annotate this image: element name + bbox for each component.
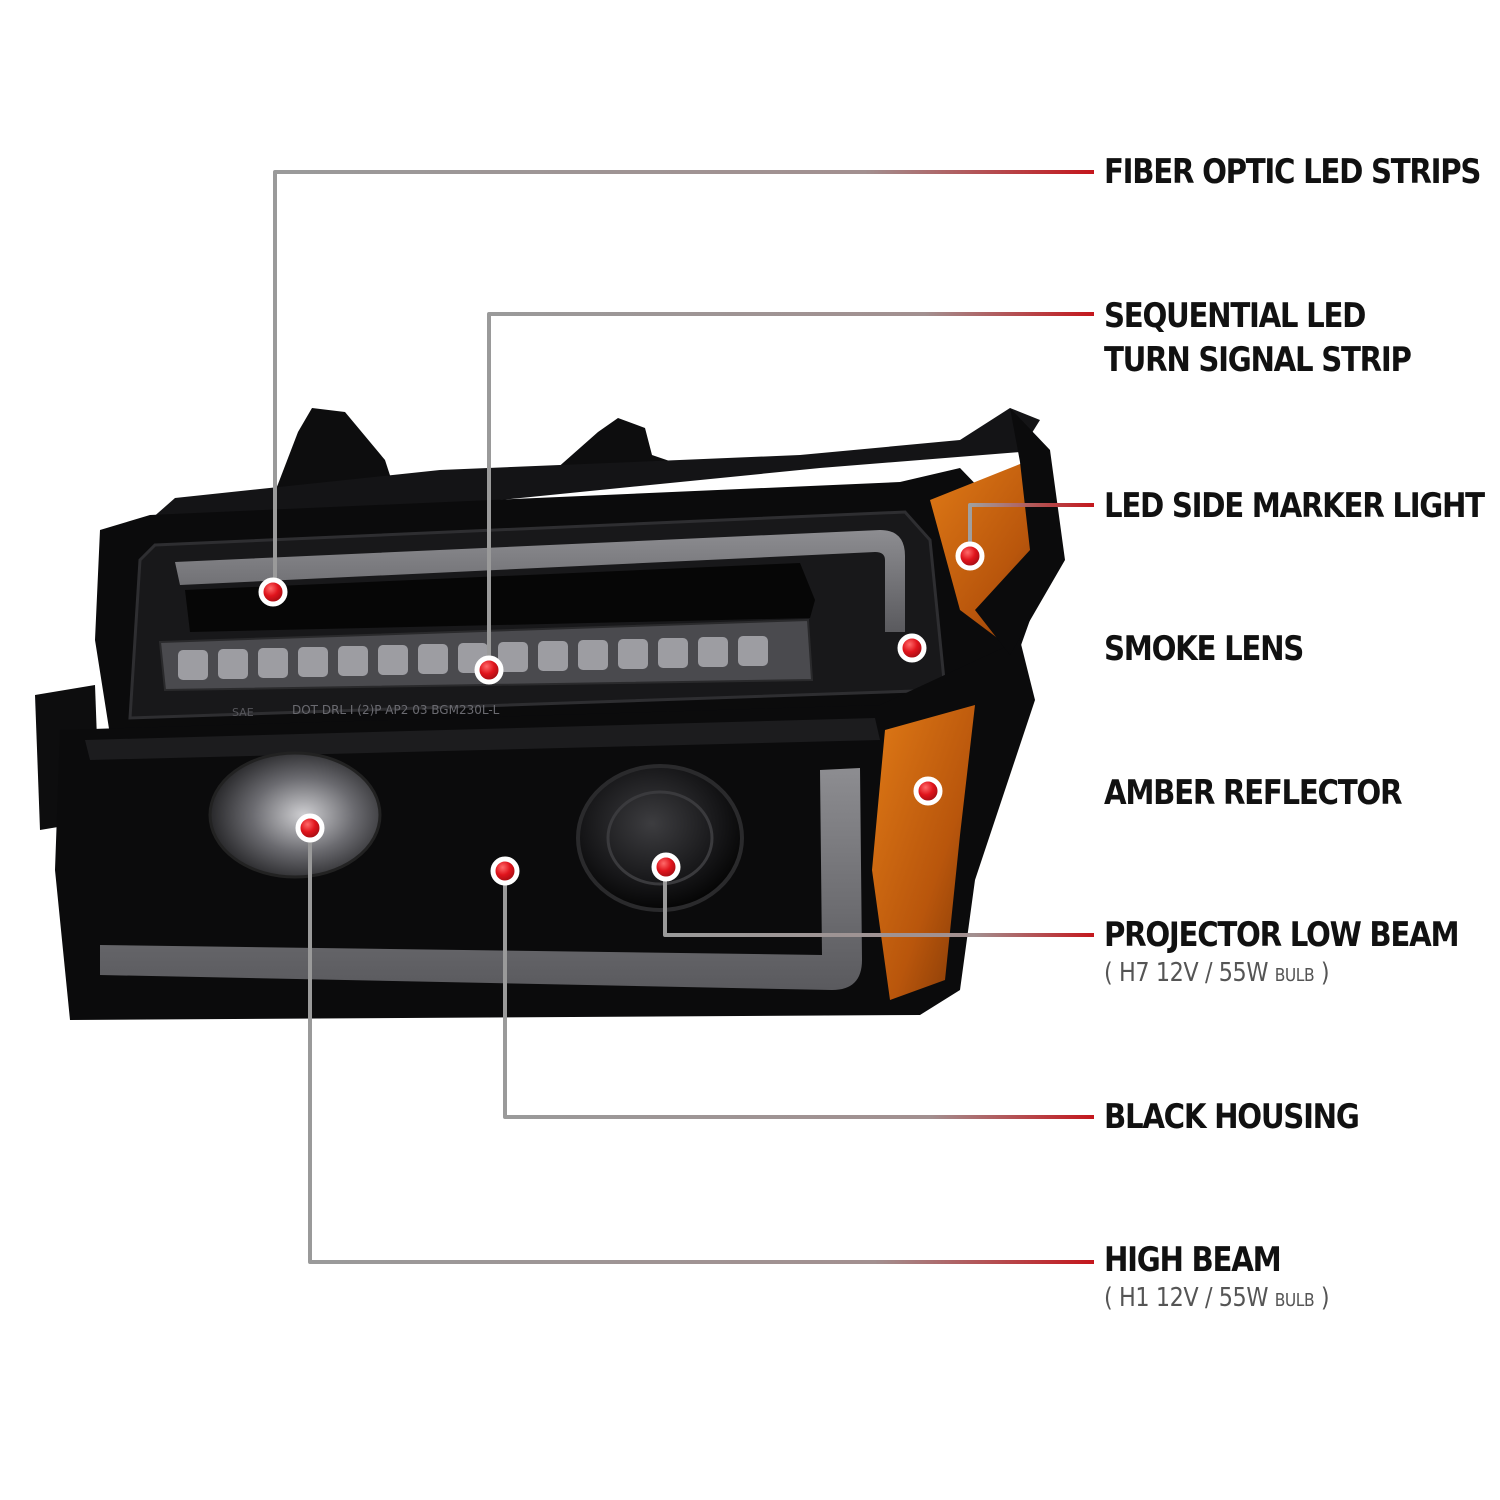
leader-marker — [968, 503, 1094, 556]
inner-bar — [185, 563, 815, 632]
dot-amber — [913, 776, 943, 806]
spec-close: ) — [1314, 958, 1330, 988]
dot-housing — [490, 856, 520, 886]
dot-highbeam — [295, 813, 325, 843]
spec-open: ( H1 12V / 55W — [1104, 1283, 1275, 1313]
callout-dots — [258, 541, 985, 886]
dot-fiber — [258, 577, 288, 607]
dot-marker — [955, 541, 985, 571]
label-spec: ( H1 12V / 55W BULB ) — [1104, 1282, 1330, 1317]
label-high-beam: HIGH BEAM ( H1 12V / 55W BULB ) — [1104, 1238, 1330, 1317]
label-text: BLACK HOUSING — [1104, 1097, 1360, 1137]
label-text: AMBER REFLECTOR — [1104, 773, 1402, 813]
high-beam-reflector — [208, 751, 382, 879]
leader-housing — [503, 871, 1094, 1119]
dot-projector — [651, 852, 681, 882]
callout-leaders — [273, 170, 1094, 1264]
label-text: SMOKE LENS — [1104, 629, 1304, 669]
leader-highbeam — [308, 828, 1094, 1264]
leader-projector — [663, 868, 1094, 937]
label-black-housing: BLACK HOUSING — [1104, 1095, 1360, 1139]
dot-smoke — [897, 633, 927, 663]
lens-marking-dot: DOT DRL I (2)P AP2 03 BGM230L-L — [292, 703, 500, 717]
leader-fiber — [273, 170, 1094, 592]
projector-inner-ring — [606, 790, 714, 886]
lens-marking-sae: SAE — [232, 706, 254, 719]
label-text: FIBER OPTIC LED STRIPS — [1104, 152, 1481, 192]
label-text: LED SIDE MARKER LIGHT — [1104, 486, 1485, 526]
amber-reflector — [872, 705, 975, 1000]
spec-bulb: BULB — [1274, 965, 1315, 986]
label-spec: ( H7 12V / 55W BULB ) — [1104, 957, 1458, 992]
lower-fiber-strip — [100, 768, 862, 990]
label-text: HIGH BEAM — [1104, 1240, 1282, 1280]
label-fiber-optic-led-strips: FIBER OPTIC LED STRIPS — [1104, 150, 1481, 194]
leader-sequential — [487, 312, 1094, 670]
spec-close: ) — [1314, 1283, 1330, 1313]
label-led-side-marker-light: LED SIDE MARKER LIGHT — [1104, 484, 1485, 528]
projector-lens — [576, 764, 744, 912]
label-text: PROJECTOR LOW BEAM — [1104, 915, 1460, 955]
spec-bulb: BULB — [1274, 1290, 1315, 1311]
label-sequential-led-turn-signal-strip: SEQUENTIAL LED TURN SIGNAL STRIP — [1104, 294, 1412, 382]
dot-sequential — [474, 655, 504, 685]
fiber-optic-strip — [175, 530, 905, 632]
label-smoke-lens: SMOKE LENS — [1104, 627, 1304, 671]
label-amber-reflector: AMBER REFLECTOR — [1104, 771, 1402, 815]
label-text-line1: SEQUENTIAL LED — [1104, 296, 1366, 336]
mounting-tab-right — [555, 418, 690, 470]
top-ridge — [150, 408, 1040, 520]
spec-open: ( H7 12V / 55W — [1104, 958, 1275, 988]
label-projector-low-beam: PROJECTOR LOW BEAM ( H7 12V / 55W BULB ) — [1104, 913, 1460, 992]
headlight-assembly: SAE DOT DRL I (2)P AP2 03 BGM230L-L — [35, 408, 1065, 1020]
corner-frame — [975, 408, 1065, 655]
led-chips — [178, 636, 768, 680]
lower-trim — [85, 718, 880, 760]
label-text-line2: TURN SIGNAL STRIP — [1104, 340, 1412, 380]
